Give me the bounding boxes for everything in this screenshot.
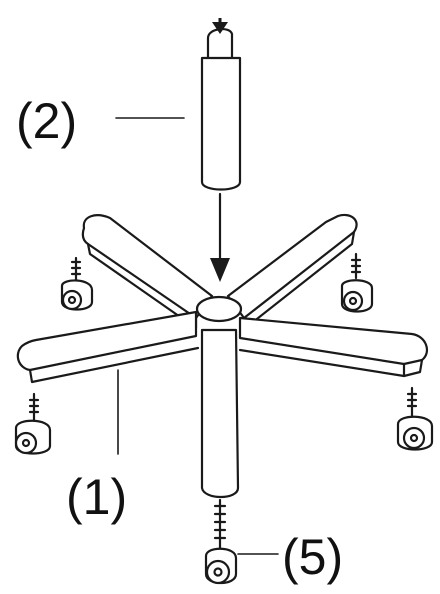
label-gas-cylinder: (2): [16, 93, 77, 149]
base-hub: [197, 297, 241, 321]
base-arm-back-right: [228, 215, 357, 326]
caster-back-left-icon: [62, 258, 92, 310]
insert-arrow-down-icon: [210, 194, 230, 282]
caster-left-icon: [16, 394, 50, 454]
caster-right-icon: [398, 388, 432, 450]
base-arm-front: [202, 330, 238, 497]
base-arm-right: [240, 318, 427, 376]
label-base: (1): [66, 469, 127, 525]
gas-cylinder: [202, 29, 240, 189]
base-arm-back-left: [83, 215, 212, 328]
label-caster: (5): [282, 529, 343, 585]
caster-back-right-icon: [342, 254, 372, 312]
base-arm-left: [18, 312, 198, 382]
caster-front-icon: [206, 500, 236, 583]
